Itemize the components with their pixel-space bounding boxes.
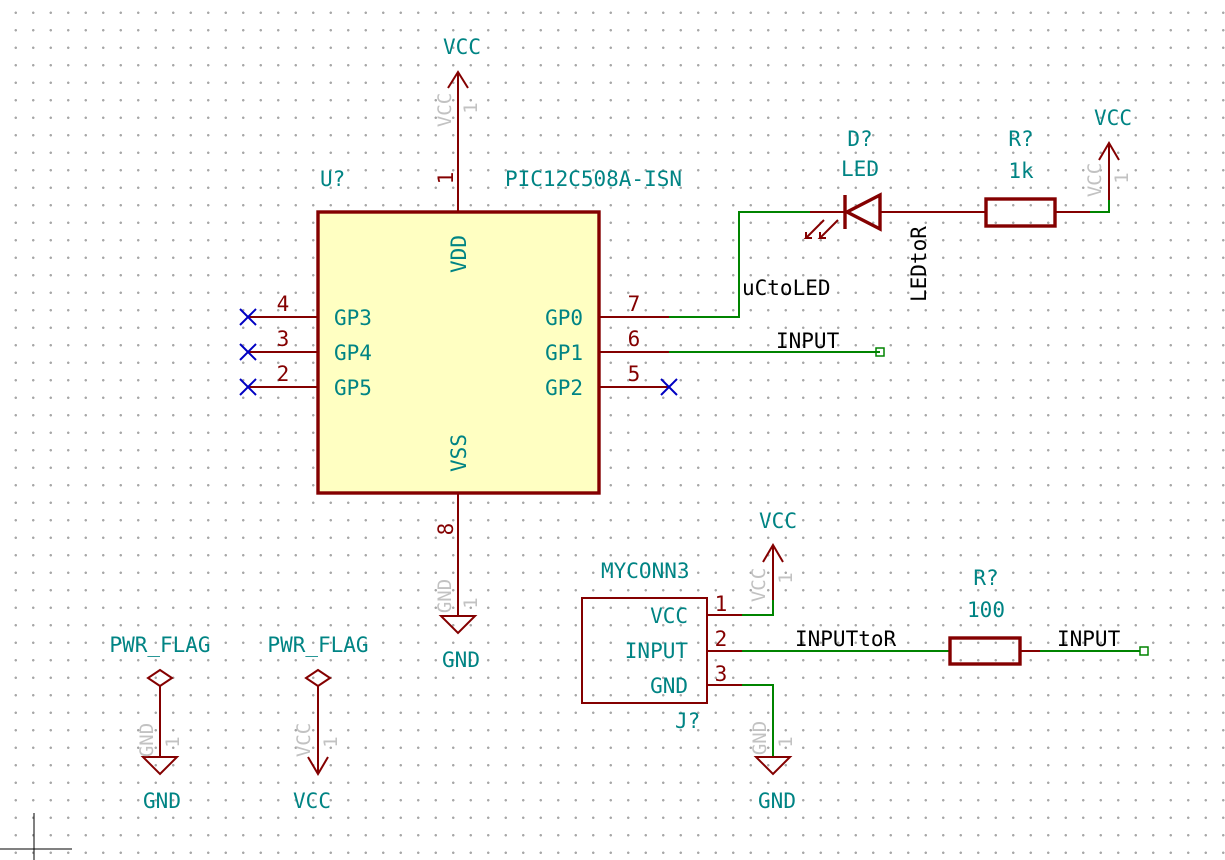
gnd-hidden-pin-flag: 1 — [162, 736, 184, 747]
pwr-flag-label-2: PWR_FLAG — [267, 633, 368, 657]
led-reference[interactable]: D? — [847, 127, 872, 151]
u1-reference[interactable]: U? — [320, 167, 345, 191]
pin-number-vss: 8 — [434, 523, 458, 536]
wire-conn-gnd[interactable] — [742, 684, 774, 756]
net-label-anchor-2 — [1139, 646, 1149, 656]
resistor-r1-reference[interactable]: R? — [1008, 127, 1033, 151]
cursor-crosshair — [0, 813, 72, 860]
connector-pin-number-1: 1 — [715, 592, 728, 616]
microcontroller-u1[interactable]: U? PIC12C508A-ISN VDD VSS GP3 GP4 GP5 GP… — [248, 142, 682, 563]
vcc-hidden-name-conn: VCC — [748, 568, 770, 602]
vcc-label-r1: VCC — [1094, 106, 1132, 130]
vcc-hidden-name-r1: VCC — [1084, 163, 1106, 197]
pin-name-vss: VSS — [447, 434, 471, 472]
no-connect-gp2[interactable] — [660, 378, 678, 396]
connector-pin-name-2: INPUT — [625, 639, 689, 663]
connector-pin-number-3: 3 — [715, 662, 728, 686]
pin-number-gp1: 6 — [628, 327, 641, 351]
vcc-hidden-pin-conn: 1 — [775, 572, 797, 583]
connector-value[interactable]: MYCONN3 — [601, 559, 690, 583]
net-label-uctoled[interactable]: uCtoLED — [742, 276, 831, 300]
vcc-label-flag: VCC — [293, 789, 331, 813]
gnd-label-flag: GND — [143, 789, 181, 813]
pin-name-gp3: GP3 — [334, 306, 372, 330]
net-label-anchor — [875, 347, 885, 357]
gnd-hidden-pin: 1 — [460, 597, 482, 608]
vcc-hidden-pin: 1 — [460, 102, 482, 113]
pin-name-gp1: GP1 — [545, 341, 583, 365]
resistor-r1[interactable]: R? 1k — [950, 127, 1090, 228]
net-label-inputtor[interactable]: INPUTtoR — [795, 627, 897, 651]
gnd-label-conn: GND — [758, 789, 796, 813]
pin-name-gp5: GP5 — [334, 376, 372, 400]
vcc-hidden-pin-flag: 1 — [320, 736, 342, 747]
pin-name-gp2: GP2 — [545, 376, 583, 400]
wire-uctoled[interactable] — [669, 211, 810, 318]
pwr-flag-gnd[interactable]: PWR_FLAG GND GND 1 — [109, 633, 210, 813]
pin-name-gp0: GP0 — [545, 306, 583, 330]
pin-number-gp3: 4 — [277, 292, 290, 316]
net-label-ledtor[interactable]: LEDtoR — [907, 226, 931, 302]
connector-j1[interactable]: MYCONN3 J? VCC INPUT GND 1 2 3 — [581, 559, 742, 733]
resistor-r2-value[interactable]: 100 — [967, 598, 1005, 622]
net-label-input-2[interactable]: INPUT — [1057, 627, 1121, 651]
vcc-label-conn: VCC — [759, 509, 797, 533]
wire-conn-vcc[interactable] — [742, 600, 774, 616]
pwr-flag-label-1: PWR_FLAG — [109, 633, 210, 657]
vcc-symbol-u1[interactable]: VCC VCC 1 — [434, 35, 482, 142]
pin-number-gp0: 7 — [628, 292, 641, 316]
resistor-r1-value[interactable]: 1k — [1008, 159, 1034, 183]
resistor-r2-reference[interactable]: R? — [973, 566, 998, 590]
u1-value[interactable]: PIC12C508A-ISN — [505, 167, 682, 191]
connector-pin-number-2: 2 — [715, 627, 728, 651]
resistor-r2[interactable]: R? 100 — [948, 566, 1040, 666]
vcc-hidden-name: VCC — [434, 93, 456, 127]
gnd-hidden-name-conn: GND — [749, 721, 771, 755]
connector-pin-name-1: VCC — [650, 604, 688, 628]
pin-number-vdd: 1 — [434, 172, 458, 185]
pin-number-gp4: 3 — [277, 327, 290, 351]
gnd-symbol-conn[interactable]: GND GND 1 — [749, 721, 797, 813]
vcc-hidden-name-flag: VCC — [293, 723, 315, 757]
connector-pin-name-3: GND — [650, 674, 688, 698]
vcc-label: VCC — [443, 35, 481, 59]
vcc-hidden-pin-r1: 1 — [1111, 172, 1133, 183]
pin-number-gp5: 2 — [277, 362, 290, 386]
gnd-hidden-name-flag: GND — [136, 723, 158, 757]
gnd-hidden-name: GND — [434, 579, 456, 613]
gnd-label: GND — [442, 648, 480, 672]
net-label-input-1[interactable]: INPUT — [776, 329, 840, 353]
vcc-symbol-r1[interactable]: VCC VCC 1 — [1084, 106, 1133, 200]
no-connect-gp3[interactable] — [239, 308, 257, 326]
gnd-hidden-pin-conn: 1 — [775, 736, 797, 747]
no-connect-gp5[interactable] — [239, 378, 257, 396]
pin-number-gp2: 5 — [628, 362, 641, 386]
led-d1[interactable]: D? LED — [798, 127, 950, 246]
pin-name-gp4: GP4 — [334, 341, 372, 365]
pin-name-vdd: VDD — [447, 235, 471, 273]
no-connect-gp4[interactable] — [239, 343, 257, 361]
wire-r1-vcc[interactable] — [1090, 200, 1110, 213]
gnd-symbol-u1[interactable]: GND GND 1 — [434, 563, 482, 672]
vcc-symbol-conn[interactable]: VCC VCC 1 — [748, 509, 797, 602]
pwr-flag-vcc[interactable]: PWR_FLAG VCC VCC 1 — [267, 633, 368, 813]
led-value[interactable]: LED — [841, 157, 879, 181]
connector-reference[interactable]: J? — [675, 709, 700, 733]
